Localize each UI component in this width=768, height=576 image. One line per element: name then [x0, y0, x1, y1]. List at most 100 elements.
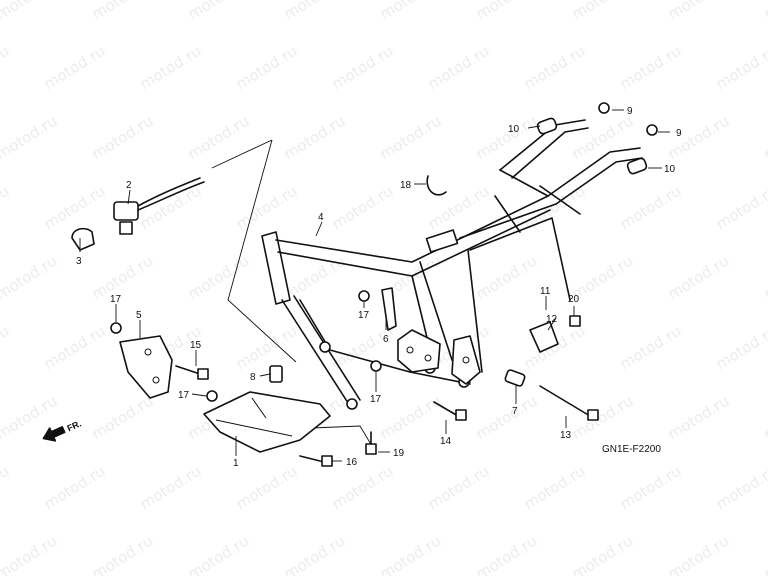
watermark-text: motod.ru [233, 462, 301, 514]
bolt-13 [539, 385, 599, 421]
watermark-text: motod.ru [617, 322, 685, 374]
watermark-text: motod.ru [761, 532, 768, 576]
callout-1: 1 [233, 458, 239, 469]
watermark-text: motod.ru [377, 112, 445, 164]
watermark-text: motod.ru [713, 182, 768, 234]
callout-10-b: 10 [664, 164, 676, 175]
watermark-text: motod.ru [281, 532, 349, 576]
watermark-text: motod.ru [281, 252, 349, 304]
callout-17-b: 17 [178, 390, 190, 401]
forward-arrow: FR. [42, 418, 83, 442]
watermark-text: motod.ru [89, 252, 157, 304]
watermark-text: motod.ru [41, 322, 109, 374]
watermark-text: motod.ru [665, 392, 733, 444]
watermark-text: motod.ru [185, 0, 253, 23]
watermark-text: motod.ru [617, 462, 685, 514]
watermark-text: motod.ru [473, 532, 541, 576]
callout-19: 19 [393, 448, 405, 459]
watermark-text: motod.ru [185, 252, 253, 304]
end-cap-10-a [536, 117, 558, 135]
watermark-text: motod.ru [137, 182, 205, 234]
watermark-text: motod.ru [569, 0, 637, 23]
watermark-text: motod.ru [473, 392, 541, 444]
watermark-text: motod.ru [761, 112, 768, 164]
watermark-text: motod.ru [233, 182, 301, 234]
callout-9-a: 9 [627, 106, 633, 117]
callout-16: 16 [346, 457, 358, 468]
callout-13: 13 [560, 430, 572, 441]
callout-3: 3 [76, 256, 82, 267]
bolt-16 [299, 455, 333, 467]
watermark-text: motod.ru [569, 532, 637, 576]
watermark-text: motod.ru [569, 112, 637, 164]
watermark-text: motod.ru [617, 42, 685, 94]
watermark-text: motod.ru [473, 112, 541, 164]
watermark-text: motod.ru [521, 462, 589, 514]
diagram-code: GN1E-F2200 [602, 444, 661, 455]
nut-17-d [370, 360, 382, 372]
clamp-18 [426, 175, 447, 196]
watermark-text: motod.ru [473, 0, 541, 23]
callout-18: 18 [400, 180, 412, 191]
watermark-text: motod.ru [0, 112, 60, 164]
collar-7 [504, 369, 526, 387]
callout-14: 14 [440, 436, 452, 447]
callout-15: 15 [190, 340, 202, 351]
watermark-text: motod.ru [761, 252, 768, 304]
watermark-text: motod.ru [185, 112, 253, 164]
watermark-text: motod.ru [0, 532, 60, 576]
watermark-text: motod.ru [89, 0, 157, 23]
callout-4: 4 [318, 212, 324, 223]
nut-17-a [110, 322, 122, 334]
guide-lines [211, 139, 373, 447]
watermark-text: motod.ru [665, 252, 733, 304]
watermark-text: motod.ru [281, 112, 349, 164]
callout-8: 8 [250, 372, 256, 383]
watermark-text: motod.ru [233, 322, 301, 374]
watermark-text: motod.ru [665, 112, 733, 164]
watermark-text: motod.ru [0, 0, 60, 23]
watermark-text: motod.ru [761, 392, 768, 444]
watermark-text: motod.ru [0, 182, 12, 234]
watermark-text: motod.ru [425, 182, 493, 234]
watermark-text: motod.ru [713, 322, 768, 374]
callout-6: 6 [383, 334, 389, 345]
bolt-15 [175, 365, 209, 380]
bolt-19 [365, 431, 377, 455]
grommet-12 [529, 321, 559, 353]
main-frame [261, 119, 643, 410]
callout-9-b: 9 [676, 128, 682, 139]
nut-17-c [358, 290, 370, 302]
watermark-text: motod.ru [713, 462, 768, 514]
watermark-text: motod.ru [0, 462, 12, 514]
collar-8 [269, 365, 283, 383]
callout-12: 12 [546, 314, 558, 325]
callout-leaders [79, 109, 670, 462]
key-cap [71, 227, 95, 251]
watermark-text: motod.ru [137, 462, 205, 514]
watermark-text: motod.ru [329, 182, 397, 234]
callout-17-d: 17 [370, 394, 382, 405]
callout-17-c: 17 [358, 310, 370, 321]
nut-9-b [646, 124, 658, 136]
callout-7: 7 [512, 406, 518, 417]
watermark-text: motod.ru [41, 42, 109, 94]
watermark-text: motod.ru [377, 532, 445, 576]
watermark-text: motod.ru [665, 532, 733, 576]
watermark-text: motod.ru [569, 392, 637, 444]
callout-2: 2 [126, 180, 132, 191]
callouts: 1 2 3 4 5 6 7 8 9 9 10 10 11 12 13 14 15… [76, 106, 682, 469]
watermark-text: motod.ru [665, 0, 733, 23]
watermark-text: motod.ru [617, 182, 685, 234]
callout-5: 5 [136, 310, 142, 321]
watermark-text: motod.ru [185, 532, 253, 576]
watermark-text: motod.ru [137, 42, 205, 94]
watermark-text: motod.ru [713, 42, 768, 94]
callout-10-a: 10 [508, 124, 520, 135]
callout-20: 20 [568, 294, 580, 305]
watermark-text: motod.ru [329, 42, 397, 94]
engine-bracket [119, 335, 173, 399]
watermark-text: motod.ru [761, 0, 768, 23]
watermark-text: motod.ru [329, 462, 397, 514]
watermark-text: motod.ru [377, 0, 445, 23]
